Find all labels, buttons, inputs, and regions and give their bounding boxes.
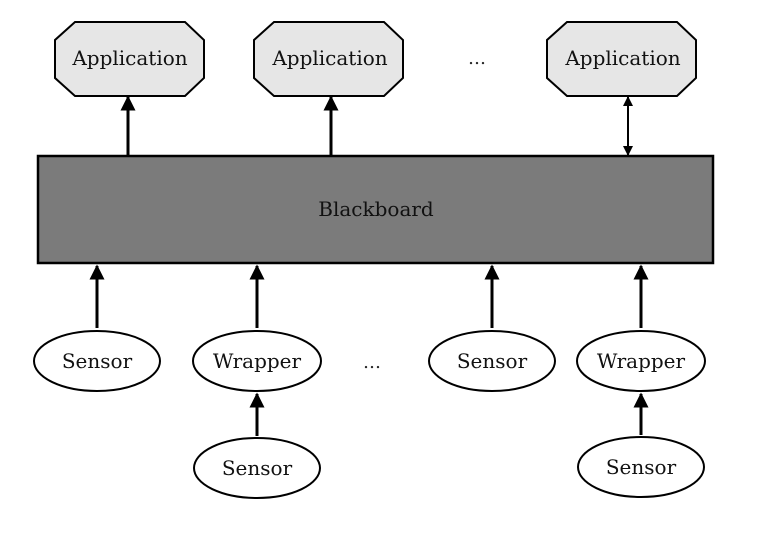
application-label: Application xyxy=(564,46,680,70)
application-node-1: Application xyxy=(54,21,205,97)
application-node-3: Application xyxy=(546,21,697,97)
applications-ellipsis: … xyxy=(468,48,486,69)
sensor-node-1: Sensor xyxy=(33,330,161,392)
sensor-label: Sensor xyxy=(606,455,677,479)
sensor-node-2: Sensor xyxy=(428,330,556,392)
sensor-label: Sensor xyxy=(62,349,133,373)
row-ellipsis: … xyxy=(363,352,381,373)
wrapper-node-1: Wrapper xyxy=(192,330,322,392)
application-label: Application xyxy=(71,46,187,70)
sensor-node-3: Sensor xyxy=(193,437,321,499)
sensor-label: Sensor xyxy=(457,349,528,373)
blackboard-node: Blackboard xyxy=(36,154,715,265)
wrapper-node-2: Wrapper xyxy=(576,330,706,392)
application-label: Application xyxy=(271,46,387,70)
application-node-2: Application xyxy=(253,21,404,97)
sensor-label: Sensor xyxy=(222,456,293,480)
wrapper-label: Wrapper xyxy=(213,349,302,373)
sensor-node-4: Sensor xyxy=(577,436,705,498)
wrapper-label: Wrapper xyxy=(597,349,686,373)
blackboard-label: Blackboard xyxy=(318,197,434,221)
